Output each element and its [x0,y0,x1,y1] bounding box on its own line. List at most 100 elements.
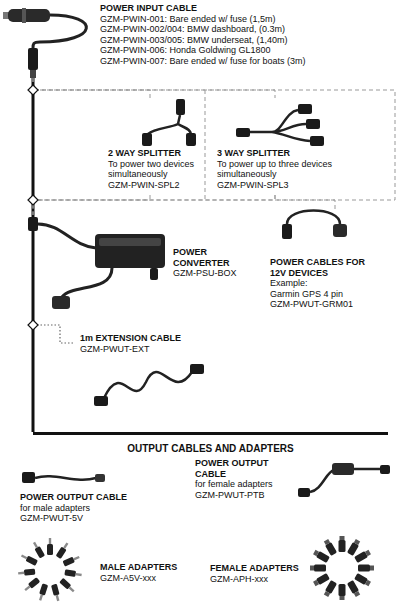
cable [148,115,191,134]
inline-box [332,463,354,475]
device-cable-illustration [282,211,347,240]
text-block: POWER OUTPUT CABLEfor male adaptersGZM-P… [20,492,175,524]
connector [95,474,105,482]
connector [142,133,152,146]
male-adapter [51,584,61,602]
socket [52,296,70,309]
splitter-frame [33,90,395,200]
component-text: GZM-PSU-BOX [173,268,265,279]
connector [190,364,204,374]
component-text: GZM-PWUT-GRM01 [270,299,380,310]
male-adapter [18,569,36,577]
text-block: FEMALE ADAPTERSGZM-APH-xxx [210,563,300,584]
female-adapter [358,565,374,572]
cable [33,15,86,48]
connector [28,48,38,70]
connector [310,136,324,146]
connector-line [33,315,75,343]
component-node: POWER OUTPUT CABLEfor female adaptersGZM… [190,456,390,526]
connector [298,488,310,497]
component-node: POWER CONVERTERGZM-PSU-BOX [5,215,265,315]
cable [250,110,310,141]
male-adapter [20,553,38,566]
connector [94,396,108,406]
component-node: MALE ADAPTERSGZM-A5V-xxx [5,540,200,602]
component-title: POWER CONVERTER [173,247,265,268]
component-title: POWER CABLES FOR 12V DEVICES [270,257,380,278]
component-text: GZM-PWUT-EXT [80,344,230,355]
female-adapter [347,580,361,597]
cable [35,476,96,479]
female-adapter [339,536,346,552]
component-node: POWER INPUT CABLEGZM-PWIN-001: Bare ende… [5,0,395,78]
connector-line [33,78,150,98]
male-adapter [47,538,53,555]
connector [28,217,38,231]
component-node: 3 WAY SPLITTERTo power up to three devic… [215,98,345,195]
junction-diamond [28,85,38,95]
input-cable-illustration [3,8,86,78]
three-way-splitter-illustration [236,104,324,146]
component-text: GZM-A5V-xxx [100,573,200,584]
cable [38,224,96,248]
junction-diamond [28,195,38,205]
female-adapter [323,580,337,597]
component-node: OUTPUT CABLES AND ADAPTERS [33,432,388,456]
component-title: 3 WAY SPLITTER [217,148,345,159]
component-text: GZM-PWIN-003/005: BMW underseat, (1,40m) [100,35,390,46]
male-adapter [59,578,76,594]
component-node: 2 WAY SPLITTERTo power two devices simul… [100,98,205,195]
text-block: OUTPUT CABLES AND ADAPTERS [33,443,388,455]
female-adapter [323,539,337,556]
female-adapter [310,565,326,572]
cable [287,211,340,225]
connector [282,224,292,239]
male-adapter [31,541,45,559]
text-block: 1m EXTENSION CABLEGZM-PWUT-EXT [80,333,230,354]
text-block: 3 WAY SPLITTERTo power up to three devic… [217,148,345,190]
component-node: POWER CABLES FOR 12V DEVICESExample:Garm… [268,212,395,312]
male-adapter [56,542,70,560]
female-adapter [313,549,330,563]
male-output-cable-illustration [22,472,105,483]
male-adapter [64,569,82,578]
female-adapter [347,539,361,556]
cable [62,268,112,297]
female-adapter [354,573,371,587]
component-title: 2 WAY SPLITTER [108,148,203,159]
component-text: GZM-PWUT-PTB [195,490,300,501]
splitter-divider [205,90,206,200]
connector [298,104,312,114]
connector-line [33,195,275,215]
component-text: GZM-APH-xxx [210,574,300,585]
female-adapter [354,549,371,563]
component-title: POWER OUTPUT CABLE [20,492,175,503]
text-block: POWER CABLES FOR 12V DEVICESExample:Garm… [270,257,380,310]
connector-line [33,195,150,215]
connector-line [32,315,35,432]
component-text: GZM-PWIN-SPL2 [108,180,203,191]
connector [236,128,250,137]
component-title: FEMALE ADAPTERS [210,563,300,574]
male-adapter [37,583,48,601]
component-title: MALE ADAPTERS [100,562,200,573]
component-text: Example: [270,278,380,289]
component-text: GZM-PWUT-5V [20,513,175,524]
text-block: POWER INPUT CABLEGZM-PWIN-001: Bare ende… [100,3,390,66]
converter-lid [99,238,161,246]
text-block: POWER CONVERTERGZM-PSU-BOX [173,247,265,279]
component-text: GZM-PWIN-SPL3 [217,180,345,191]
component-text: GZM-PWIN-002/004: BMW dashboard, (0.3m) [100,24,390,35]
cable [104,372,192,398]
converter-box [95,234,165,268]
connector [22,472,35,483]
junction-diamond [28,320,38,330]
male-adapter [23,577,40,592]
connector [150,268,158,280]
two-way-splitter-illustration [142,99,196,146]
component-text: GZM-PWIN-007: Bare ended w/ fuse for boa… [100,56,390,67]
component-text: GZM-PWIN-001: Bare ended w/ fuse (1,5m) [100,14,390,25]
device-plug [333,224,347,237]
connector [306,119,320,129]
component-node: 1m EXTENSION CABLEGZM-PWUT-EXT [75,325,235,415]
